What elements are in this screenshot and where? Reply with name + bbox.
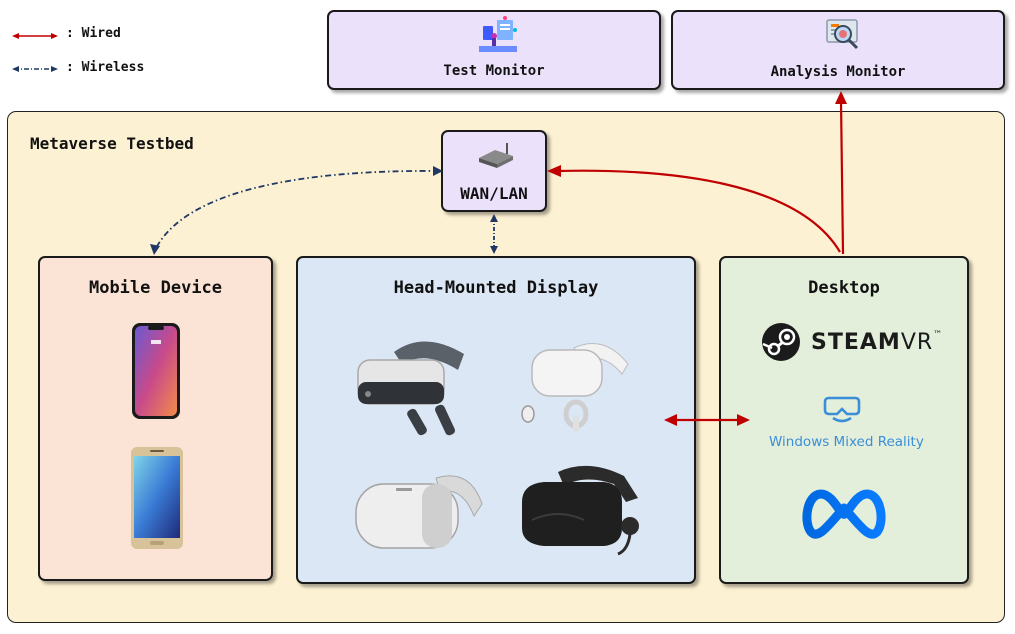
mobile-device-label: Mobile Device — [88, 278, 223, 298]
legend-wired-arrow — [12, 33, 58, 39]
samsung-odyssey-headset-icon — [522, 465, 639, 556]
steamvr-name: STEAM — [811, 330, 901, 355]
wired-analysis-arrowhead — [835, 91, 847, 104]
analysis-monitor-label: Analysis Monitor — [770, 64, 906, 80]
router-icon — [479, 143, 513, 168]
desktop-label: Desktop — [808, 278, 880, 298]
legend-wireless-label: : Wireless — [66, 60, 145, 75]
steam-logo-icon — [762, 323, 800, 361]
pico-neo-headset-icon — [357, 341, 464, 436]
iphone-icon — [132, 323, 180, 419]
oculus-go-headset-icon — [355, 475, 483, 549]
analysis-monitor-box: Analysis Monitor — [671, 10, 1005, 90]
steamvr-tm: ™ — [933, 330, 944, 340]
steamvr-suffix: VR — [900, 330, 934, 355]
hmd-label: Head-Mounted Display — [393, 278, 599, 298]
galaxy-phone-icon — [131, 447, 183, 549]
oculus-quest-headset-icon — [521, 343, 629, 432]
router-box: WAN/LAN — [441, 130, 547, 212]
wmr-label: Windows Mixed Reality — [769, 434, 924, 450]
steamvr-wordmark: STEAMVR™ — [811, 330, 943, 355]
test-monitor-icon — [479, 16, 517, 52]
meta-logo-icon — [802, 489, 886, 539]
test-monitor-box: Test Monitor — [327, 10, 661, 90]
desktop-panel: Desktop STEAMVR™ Windows Mixed Reality — [719, 256, 969, 584]
hmd-panel: Head-Mounted Display — [296, 256, 696, 584]
mobile-device-panel: Mobile Device — [38, 256, 273, 581]
legend-wired-label: : Wired — [66, 26, 121, 41]
router-label: WAN/LAN — [460, 184, 528, 203]
testbed-label: Metaverse Testbed — [30, 134, 194, 153]
analysis-monitor-icon — [826, 19, 859, 50]
legend-wireless-arrow — [12, 66, 58, 72]
test-monitor-label: Test Monitor — [443, 63, 545, 79]
wmr-headset-icon — [823, 396, 861, 423]
